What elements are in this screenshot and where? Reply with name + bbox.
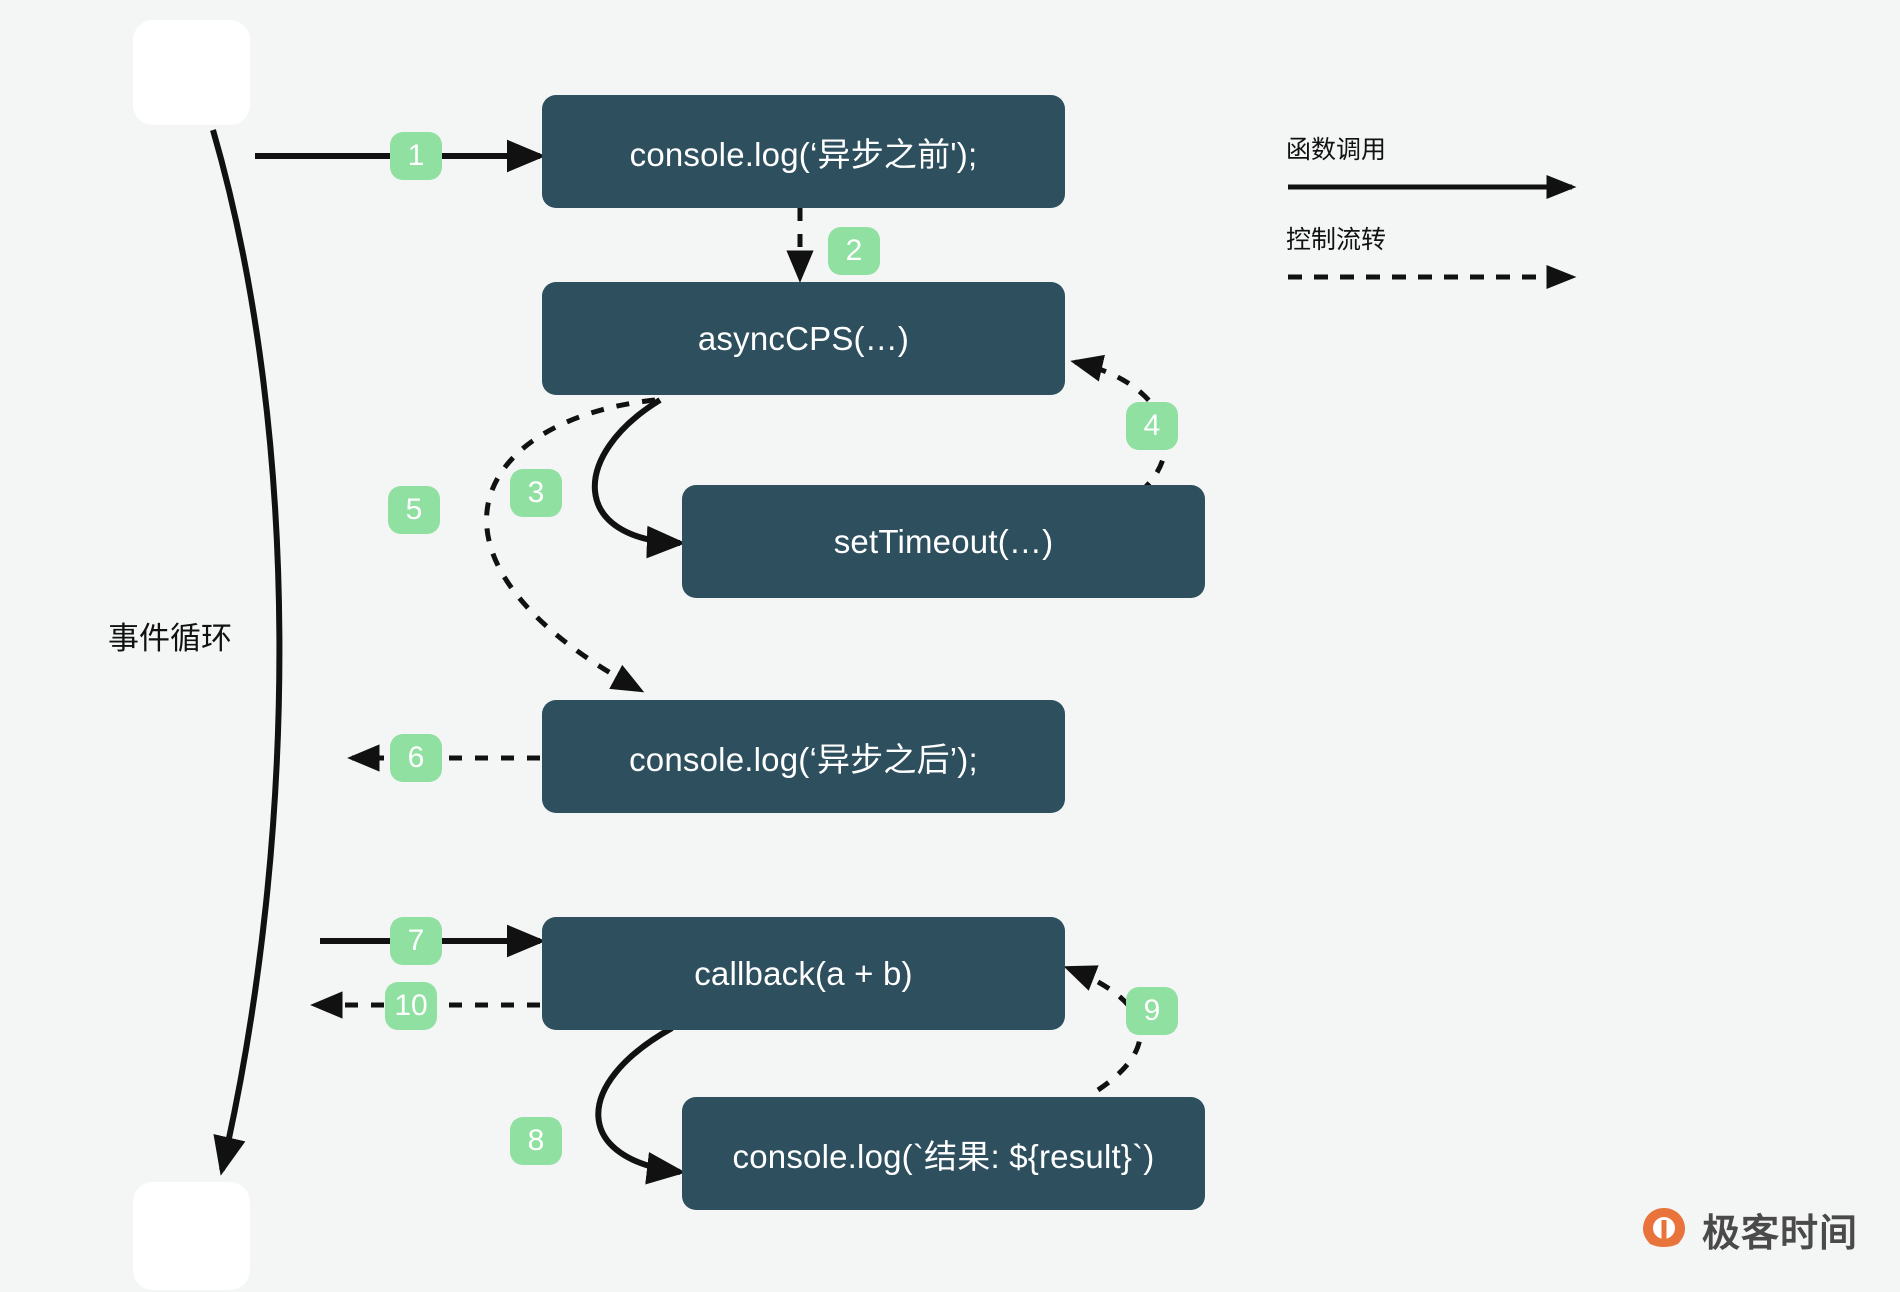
step-badge-7: 7: [390, 917, 442, 965]
event-loop-curve: [210, 129, 283, 1176]
node-callback: callback(a + b): [542, 917, 1065, 1030]
node-set-timeout: setTimeout(…): [682, 485, 1205, 598]
node-async-cps: asyncCPS(…): [542, 282, 1065, 395]
step-badge-5: 5: [388, 486, 440, 534]
node-log-result: console.log(`结果: ${result}`): [682, 1097, 1205, 1210]
step-badge-4: 4: [1126, 402, 1178, 450]
brand-name: 极客时间: [1702, 1213, 1859, 1255]
step-badge-9: 9: [1126, 987, 1178, 1035]
legend-item-function-call: 函数调用: [1286, 130, 1616, 220]
legend-label-control-flow: 控制流转: [1286, 226, 1387, 254]
step-badge-6: 6: [390, 734, 442, 782]
legend-label-function-call: 函数调用: [1286, 136, 1387, 164]
legend: 函数调用 控制流转: [1286, 130, 1616, 310]
node-log-after: console.log(‘异步之后’);: [542, 700, 1065, 813]
step-badge-3: 3: [510, 469, 562, 517]
legend-solid-arrow-icon: [1288, 175, 1577, 199]
node-loop-start: [133, 20, 250, 125]
edge-8-call: [595, 1025, 686, 1185]
step-badge-1: 1: [390, 132, 442, 180]
step-badge-8: 8: [510, 1117, 562, 1165]
step-badge-10: 10: [385, 982, 437, 1030]
geektime-pin-icon: [1643, 1207, 1685, 1254]
step-badge-2: 2: [828, 227, 880, 275]
node-log-before: console.log(‘异步之前');: [542, 95, 1065, 208]
node-loop-end: [133, 1182, 250, 1290]
event-loop-label: 事件循环: [108, 621, 232, 656]
legend-dashed-arrow-icon: [1288, 265, 1577, 289]
brand-logo: 极客时间: [1640, 1202, 1858, 1257]
edge-5-flow: [484, 397, 656, 693]
edge-3-call: [592, 397, 686, 559]
legend-item-control-flow: 控制流转: [1286, 220, 1616, 310]
